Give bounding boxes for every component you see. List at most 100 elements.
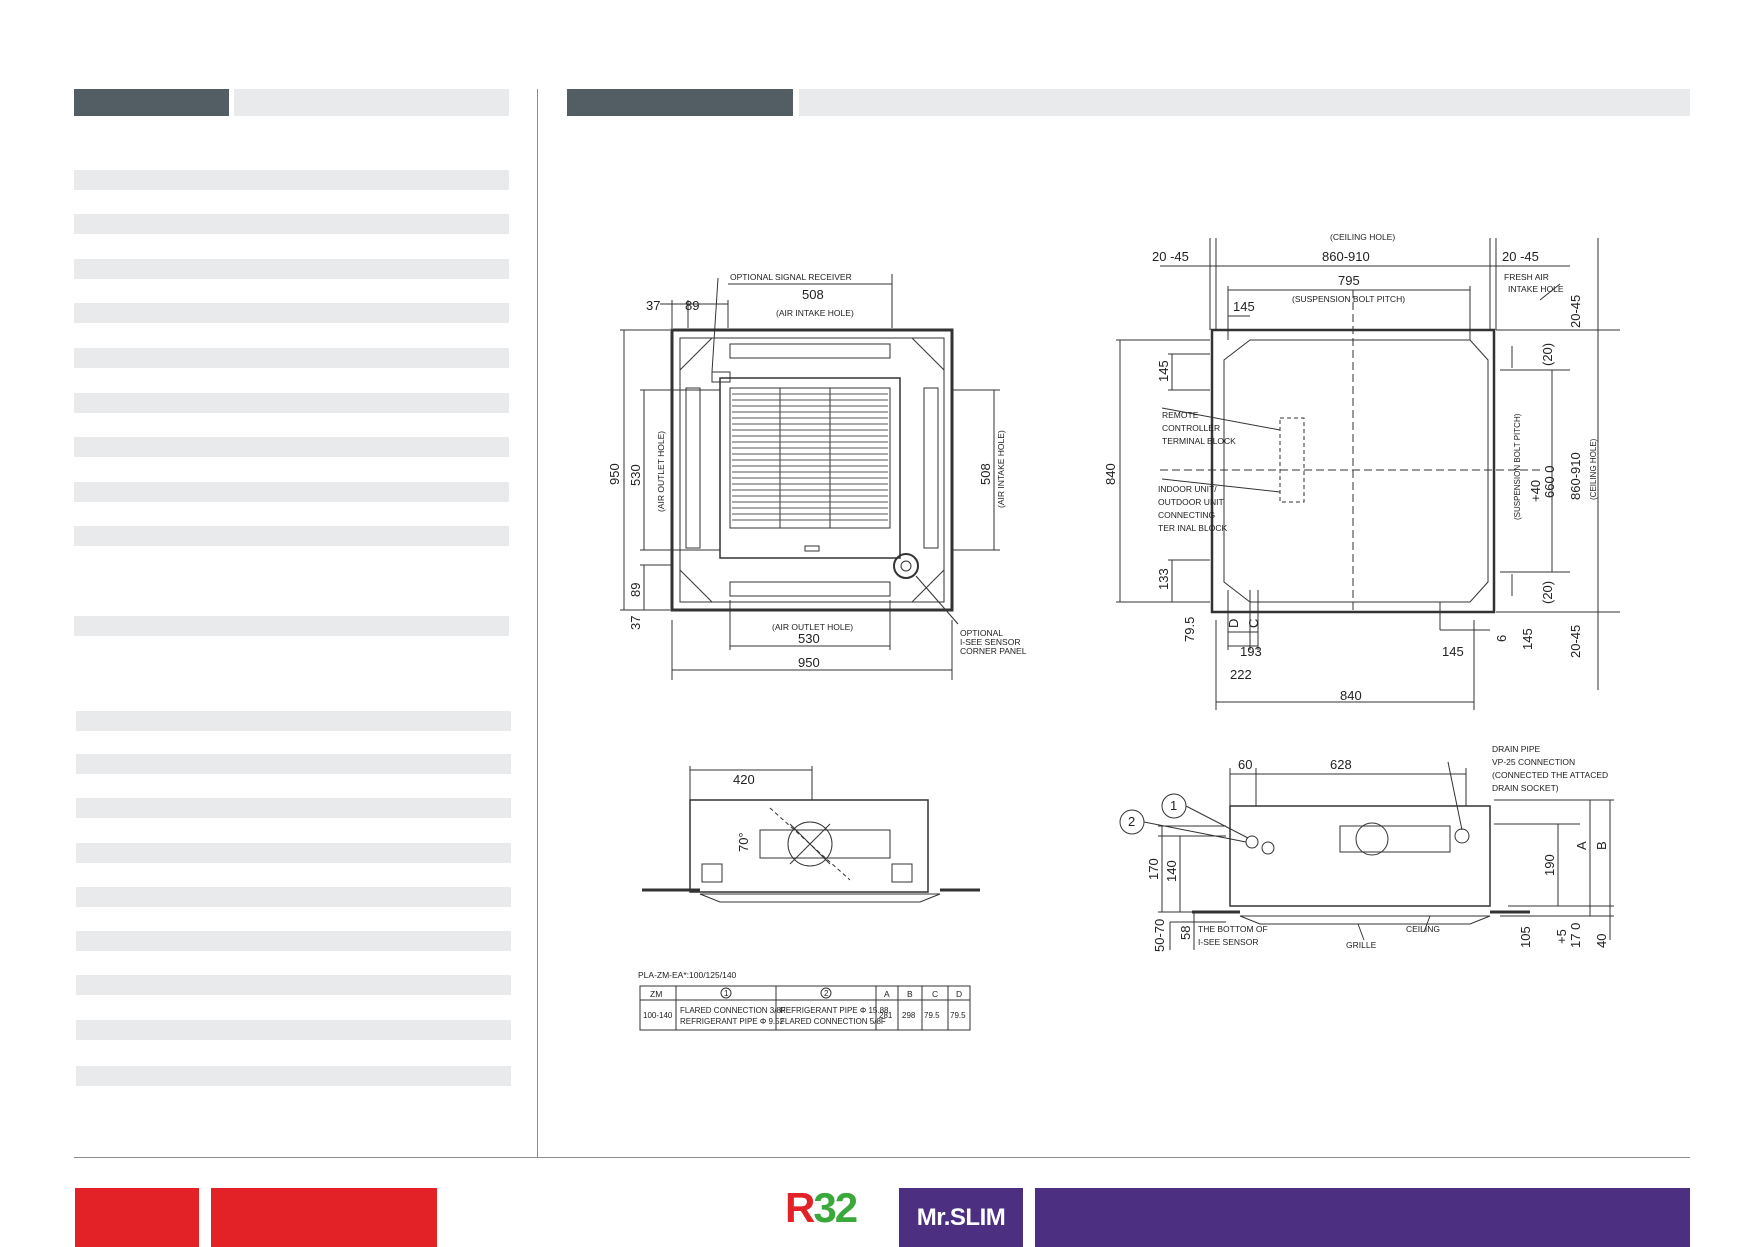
spec-row: [74, 437, 509, 457]
label-optional: OPTIONAL: [960, 628, 1003, 638]
label-isee-sensor-bottom: I-SEE SENSOR: [1198, 937, 1258, 947]
label-corner-panel: CORNER PANEL: [960, 646, 1027, 656]
label-remote: REMOTE: [1162, 410, 1199, 420]
table-header-a: A: [884, 989, 890, 999]
dim-840-v: 840: [1103, 463, 1118, 485]
table-header-1: 1: [724, 989, 729, 998]
dim-190: 190: [1542, 854, 1557, 876]
spec-row: [76, 754, 511, 774]
bolt-pitch-drawing: (CEILING HOLE) 20 -45 860-910 20 -45 795…: [1103, 232, 1620, 710]
dim-89-left: 89: [628, 583, 643, 597]
dim-89-top: 89: [685, 298, 699, 313]
dim-950-bottom: 950: [798, 655, 820, 670]
mr-slim-logo-text: Mr.SLIM: [916, 1203, 1006, 1231]
dim-795: 795: [1338, 273, 1360, 288]
table-header-2: 2: [824, 989, 829, 998]
label-drain-socket: DRAIN SOCKET): [1492, 783, 1559, 793]
table-header-d: D: [956, 989, 962, 999]
top-view-drawing: OPTIONAL SIGNAL RECEIVER 508 (AIR INTAKE…: [607, 272, 1027, 680]
label-bottom-of: THE BOTTOM OF: [1198, 924, 1268, 934]
table-cell-1a: FLARED CONNECTION 3/8F: [680, 1006, 786, 1015]
spec-row: [74, 526, 509, 546]
right-header-tab: [567, 89, 793, 116]
callout-1: 1: [1170, 798, 1177, 813]
spec-row: [76, 843, 511, 863]
label-air-outlet-hole: (AIR OUTLET HOLE): [772, 622, 853, 632]
spec-row: [74, 348, 509, 368]
dim-420: 420: [733, 772, 755, 787]
table-cell-b: 298: [902, 1011, 916, 1020]
dim-20-45-v-top: 20-45: [1568, 295, 1583, 328]
dim-628: 628: [1330, 757, 1352, 772]
dim-530-bottom: 530: [798, 631, 820, 646]
label-air-outlet-hole-v: (AIR OUTLET HOLE): [656, 431, 666, 512]
table-caption: PLA-ZM-EA*:100/125/140: [638, 970, 737, 980]
label-isee-sensor: I-SEE SENSOR: [960, 637, 1020, 647]
dim-A: A: [1574, 841, 1589, 850]
dim-20-45-v-bottom: 20-45: [1568, 625, 1583, 658]
table-cell-d: 79.5: [950, 1011, 966, 1020]
spec-row: [74, 170, 509, 190]
right-header-bar: [799, 89, 1690, 116]
label-intake-hole: INTAKE HOLE: [1508, 284, 1564, 294]
dim-530-left: 530: [628, 464, 643, 486]
footer-red-block-1: [75, 1188, 199, 1247]
r32-logo-r: R: [785, 1184, 815, 1231]
label-outdoor-unit: OUTDOOR UNIT: [1158, 497, 1224, 507]
label-optional-signal-receiver: OPTIONAL SIGNAL RECEIVER: [730, 272, 852, 282]
left-header-bar: [234, 89, 509, 116]
dim-950-left: 950: [607, 463, 622, 485]
label-connecting: CONNECTING: [1158, 510, 1215, 520]
column-divider: [537, 89, 538, 1158]
dim-20-45-right: 20 -45: [1502, 249, 1539, 264]
label-suspension-bolt-pitch-v: (SUSPENSION BOLT PITCH): [1513, 413, 1522, 520]
spec-row: [74, 214, 509, 234]
dim-6: 6: [1494, 635, 1509, 642]
pipe-connection-table: PLA-ZM-EA*:100/125/140 ZM 1 2 A B C D 10…: [638, 970, 971, 1031]
label-ceiling: CEILING: [1406, 924, 1440, 934]
label-indoor-unit: INDOOR UNIT/: [1158, 484, 1217, 494]
label-grille: GRILLE: [1346, 940, 1377, 950]
table-header-zm: ZM: [650, 989, 662, 999]
dim-145-v: 145: [1156, 360, 1171, 382]
dim-17-0: 17 0: [1568, 923, 1583, 948]
mr-slim-logo: Mr.SLIM: [899, 1188, 1023, 1247]
label-drain-pipe: DRAIN PIPE: [1492, 744, 1541, 754]
footer-purple-bar: [1035, 1188, 1690, 1247]
dim-145-v2: 145: [1520, 628, 1535, 650]
dim-D: D: [1226, 619, 1241, 628]
dim-105: 105: [1518, 926, 1533, 948]
spec-row: [76, 975, 511, 995]
label-connected-attaced: (CONNECTED THE ATTACED: [1492, 770, 1608, 780]
dim-508: 508: [802, 287, 824, 302]
dim-20-45-left: 20 -45: [1152, 249, 1189, 264]
spec-row: [74, 482, 509, 502]
dim-508-right: 508: [978, 463, 993, 485]
label-suspension-bolt-pitch: (SUSPENSION BOLT PITCH): [1292, 294, 1405, 304]
label-controller: CONTROLLER: [1162, 423, 1220, 433]
label-ceiling-hole: (CEILING HOLE): [1330, 232, 1395, 242]
label-air-intake-hole-v: (AIR INTAKE HOLE): [996, 430, 1006, 508]
table-header-c: C: [932, 989, 938, 999]
spec-row: [74, 393, 509, 413]
dim-plus-40: +40: [1528, 480, 1543, 502]
dim-222: 222: [1230, 667, 1252, 682]
dim-60: 60: [1238, 757, 1252, 772]
spec-row: [76, 1020, 511, 1040]
footer-red-block-2: [211, 1188, 437, 1247]
label-vp25-connection: VP-25 CONNECTION: [1492, 757, 1575, 767]
dim-50-70: 50-70: [1152, 919, 1167, 952]
dim-70-degrees: 70°: [736, 832, 751, 852]
table-cell-2a: REFRIGERANT PIPE Φ 15.88: [780, 1006, 889, 1015]
spec-row: [74, 259, 509, 279]
label-terminal-block-2: TER INAL BLOCK: [1158, 523, 1227, 533]
label-fresh-air: FRESH AIR: [1504, 272, 1549, 282]
spec-row: [76, 711, 511, 731]
dim-58: 58: [1178, 926, 1193, 940]
dim-40: 40: [1594, 934, 1609, 948]
callout-2: 2: [1128, 814, 1135, 829]
grille-hatch: [732, 393, 888, 521]
label-terminal-block: TERMINAL BLOCK: [1162, 436, 1236, 446]
left-header-tab: [74, 89, 229, 116]
dim-C: C: [1246, 619, 1261, 628]
